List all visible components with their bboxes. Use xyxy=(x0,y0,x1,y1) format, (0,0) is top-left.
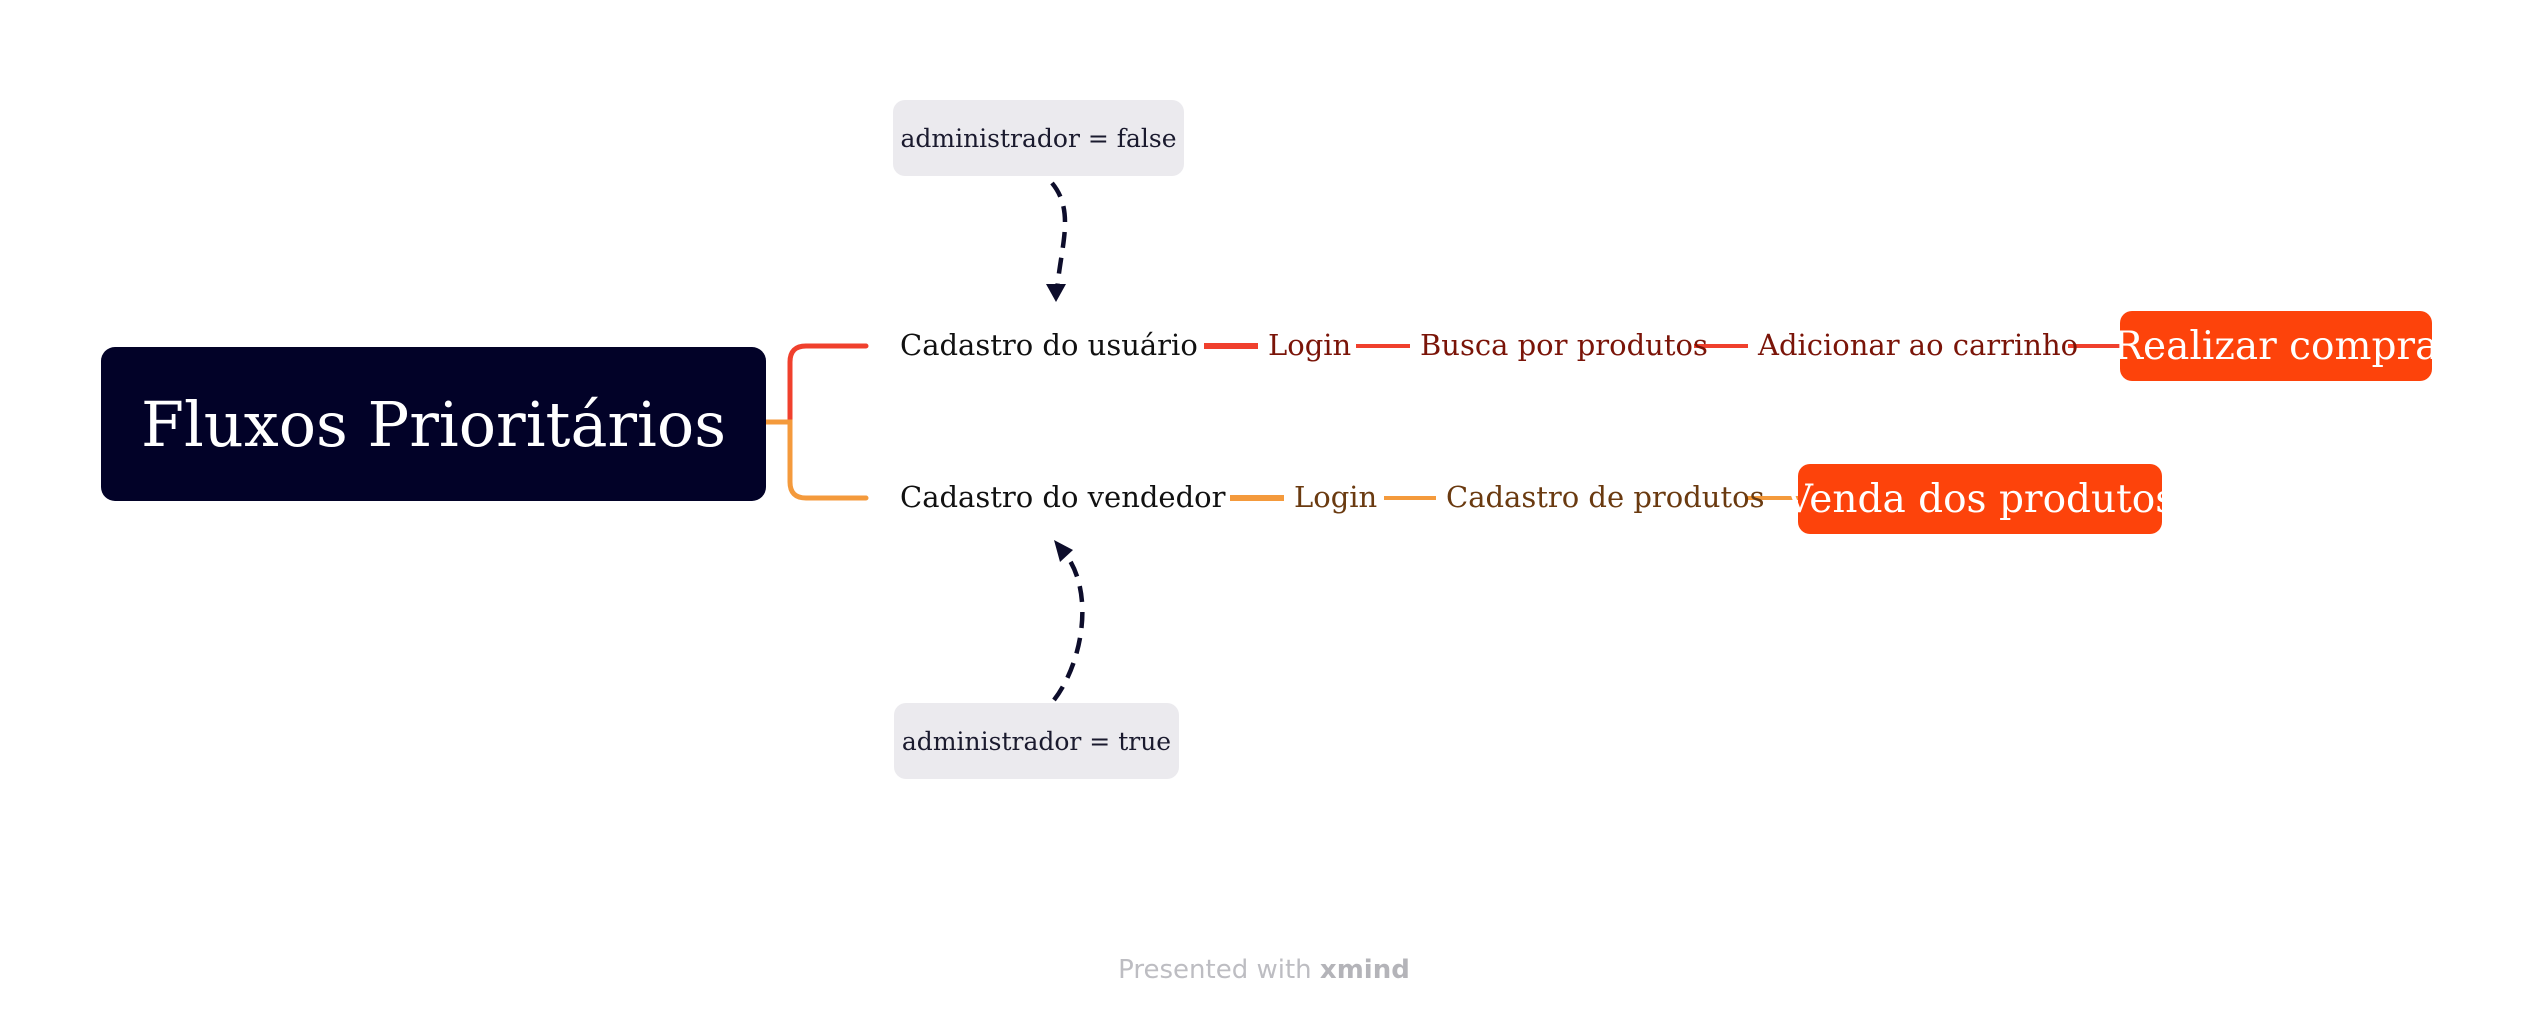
relation-arrow-true xyxy=(1052,550,1085,702)
final-realizar-compra[interactable]: Realizar compra xyxy=(2114,311,2438,381)
footer-prefix: Presented with xyxy=(1118,955,1312,985)
presented-with-footer: Presented with xmind xyxy=(0,955,2528,985)
step-adicionar-carrinho[interactable]: Adicionar ao carrinho xyxy=(1758,328,2079,362)
root-to-user-branch-connector xyxy=(763,343,869,425)
step-cadastro-produtos[interactable]: Cadastro de produtos xyxy=(1446,480,1765,514)
relation-arrowhead-false xyxy=(1046,284,1066,302)
xmind-brand-logo: xmind xyxy=(1319,955,1410,985)
branch-cadastro-usuario[interactable]: Cadastro do usuário xyxy=(900,328,1198,362)
note-administrador-false[interactable]: administrador = false xyxy=(893,100,1184,176)
relation-arrowhead-true xyxy=(1054,540,1073,562)
step-login-seller[interactable]: Login xyxy=(1294,480,1378,514)
root-topic[interactable]: Fluxos Prioritários xyxy=(101,347,766,501)
root-to-seller-branch-connector xyxy=(763,419,869,501)
relation-arrow-false xyxy=(1050,181,1068,293)
step-login-user[interactable]: Login xyxy=(1268,328,1352,362)
note-administrador-true[interactable]: administrador = true xyxy=(894,703,1179,779)
branch-cadastro-vendedor[interactable]: Cadastro do vendedor xyxy=(900,480,1226,514)
step-busca-produtos[interactable]: Busca por produtos xyxy=(1420,328,1708,362)
final-venda-produtos[interactable]: Venda dos produtos xyxy=(1785,464,2175,534)
